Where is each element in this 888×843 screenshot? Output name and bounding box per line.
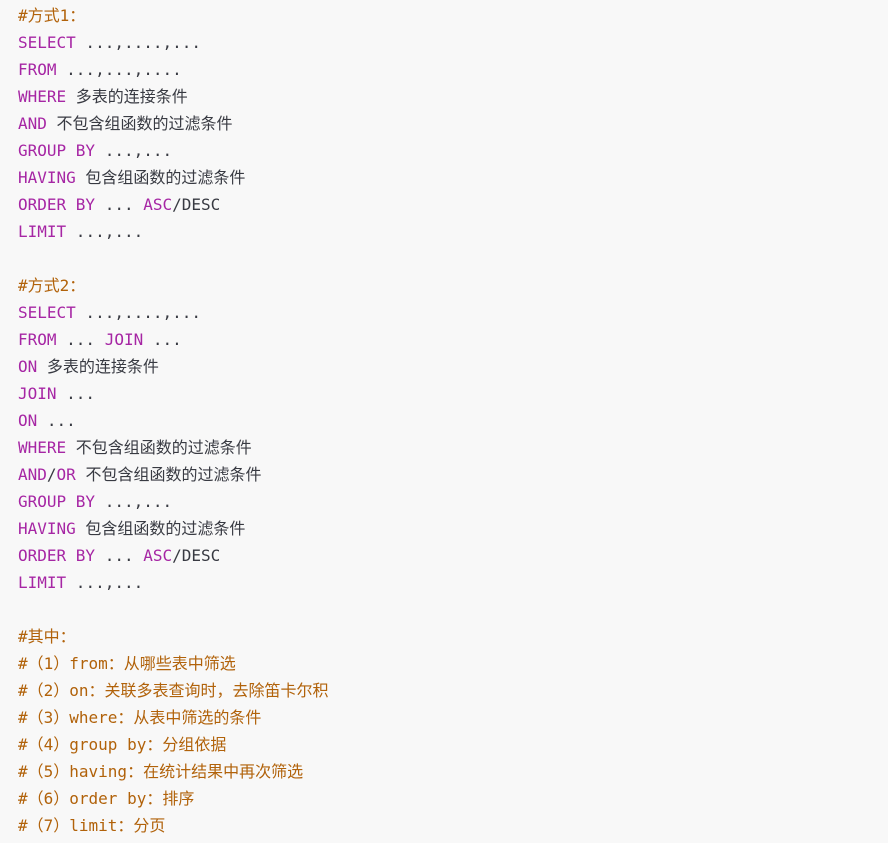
code-text: 不包含组函数的过滤条件 (66, 438, 252, 457)
sql-keyword: JOIN (104, 330, 144, 349)
code-section-method-2: #方式2：SELECT ...,....,...FROM ... JOIN ..… (18, 272, 888, 596)
sql-keyword: FROM (18, 330, 57, 349)
code-line: AND/OR 不包含组函数的过滤条件 (18, 461, 888, 488)
sql-keyword: SELECT (18, 33, 76, 52)
code-line: #（6）order by：排序 (18, 785, 888, 812)
code-line: ON 多表的连接条件 (18, 353, 888, 380)
sql-keyword: ASC (143, 195, 173, 214)
code-section-method-1: #方式1：SELECT ...,....,...FROM ...,...,...… (18, 2, 888, 245)
code-line: WHERE 多表的连接条件 (18, 83, 888, 110)
code-line: SELECT ...,....,... (18, 29, 888, 56)
code-line: FROM ... JOIN ... (18, 326, 888, 353)
sql-keyword: LIMIT (18, 222, 67, 241)
code-comment: #（6）order by：排序 (18, 789, 195, 808)
code-text: ... (56, 330, 105, 349)
sql-keyword: FROM (18, 60, 57, 79)
code-line: AND 不包含组函数的过滤条件 (18, 110, 888, 137)
code-text: /DESC (172, 195, 221, 214)
code-comment: #（1）from：从哪些表中筛选 (18, 654, 236, 673)
code-line: ORDER BY ... ASC/DESC (18, 542, 888, 569)
code-line: HAVING 包含组函数的过滤条件 (18, 515, 888, 542)
code-line: JOIN ... (18, 380, 888, 407)
sql-keyword: GROUP BY (18, 141, 96, 160)
sql-keyword: ORDER BY (18, 195, 96, 214)
sql-keyword: AND (18, 465, 47, 484)
code-comment: #其中： (18, 627, 76, 646)
sql-keyword: HAVING (18, 519, 76, 538)
code-line: SELECT ...,....,... (18, 299, 888, 326)
code-comment: #（2）on：关联多表查询时，去除笛卡尔积 (18, 681, 329, 700)
code-text: ...,... (95, 492, 173, 511)
code-line: HAVING 包含组函数的过滤条件 (18, 164, 888, 191)
code-line: GROUP BY ...,... (18, 488, 888, 515)
code-text: ... (37, 411, 76, 430)
code-text: /DESC (172, 546, 221, 565)
code-comment: #方式2： (18, 276, 86, 295)
sql-keyword: WHERE (18, 438, 67, 457)
code-text: / (46, 465, 57, 484)
code-text: ...,... (66, 222, 144, 241)
code-line: #（7）limit：分页 (18, 812, 888, 839)
code-text: ...,....,... (75, 33, 202, 52)
code-line: #方式1： (18, 2, 888, 29)
code-text: ...,....,... (75, 303, 202, 322)
sql-keyword: GROUP BY (18, 492, 96, 511)
code-text: 包含组函数的过滤条件 (75, 168, 246, 187)
sql-keyword: LIMIT (18, 573, 67, 592)
code-line: GROUP BY ...,... (18, 137, 888, 164)
code-text: ...,... (66, 573, 144, 592)
code-line: WHERE 不包含组函数的过滤条件 (18, 434, 888, 461)
code-text: 不包含组函数的过滤条件 (75, 465, 262, 484)
code-line: LIMIT ...,... (18, 218, 888, 245)
code-line: #（1）from：从哪些表中筛选 (18, 650, 888, 677)
sql-keyword: OR (56, 465, 76, 484)
sql-keyword: HAVING (18, 168, 76, 187)
code-section-notes: #其中： #（1）from：从哪些表中筛选 #（2）on：关联多表查询时，去除笛卡尔… (18, 623, 888, 839)
sql-keyword: ASC (143, 546, 173, 565)
code-text: 包含组函数的过滤条件 (75, 519, 246, 538)
code-comment: #方式1： (18, 6, 86, 25)
code-text: 多表的连接条件 (37, 357, 159, 376)
code-comment: #（4）group by：分组依据 (18, 735, 227, 754)
code-text: ...,...,.... (56, 60, 182, 79)
code-text: ... (56, 384, 96, 403)
code-text: ... (95, 195, 144, 214)
code-line: #（2）on：关联多表查询时，去除笛卡尔积 (18, 677, 888, 704)
sql-keyword: AND (18, 114, 47, 133)
code-text: 多表的连接条件 (66, 87, 188, 106)
code-text: 不包含组函数的过滤条件 (46, 114, 233, 133)
sql-keyword: ORDER BY (18, 546, 96, 565)
code-comment: #（5）having：在统计结果中再次筛选 (18, 762, 304, 781)
code-line: ON ... (18, 407, 888, 434)
code-comment: #（3）where：从表中筛选的条件 (18, 708, 262, 727)
code-line: #（4）group by：分组依据 (18, 731, 888, 758)
code-line: FROM ...,...,.... (18, 56, 888, 83)
code-text: ... (95, 546, 144, 565)
code-line: ORDER BY ... ASC/DESC (18, 191, 888, 218)
code-line: #方式2： (18, 272, 888, 299)
sql-keyword: WHERE (18, 87, 67, 106)
code-line: #（5）having：在统计结果中再次筛选 (18, 758, 888, 785)
blank-line (18, 245, 888, 272)
code-line: #其中： (18, 623, 888, 650)
sql-keyword: ON (18, 411, 38, 430)
code-text: ... (143, 330, 182, 349)
code-text: ...,... (95, 141, 173, 160)
code-comment: #（7）limit：分页 (18, 816, 166, 835)
code-line: #（3）where：从表中筛选的条件 (18, 704, 888, 731)
blank-line (18, 596, 888, 623)
code-line: LIMIT ...,... (18, 569, 888, 596)
sql-keyword: JOIN (18, 384, 57, 403)
sql-keyword: SELECT (18, 303, 76, 322)
sql-keyword: ON (18, 357, 38, 376)
